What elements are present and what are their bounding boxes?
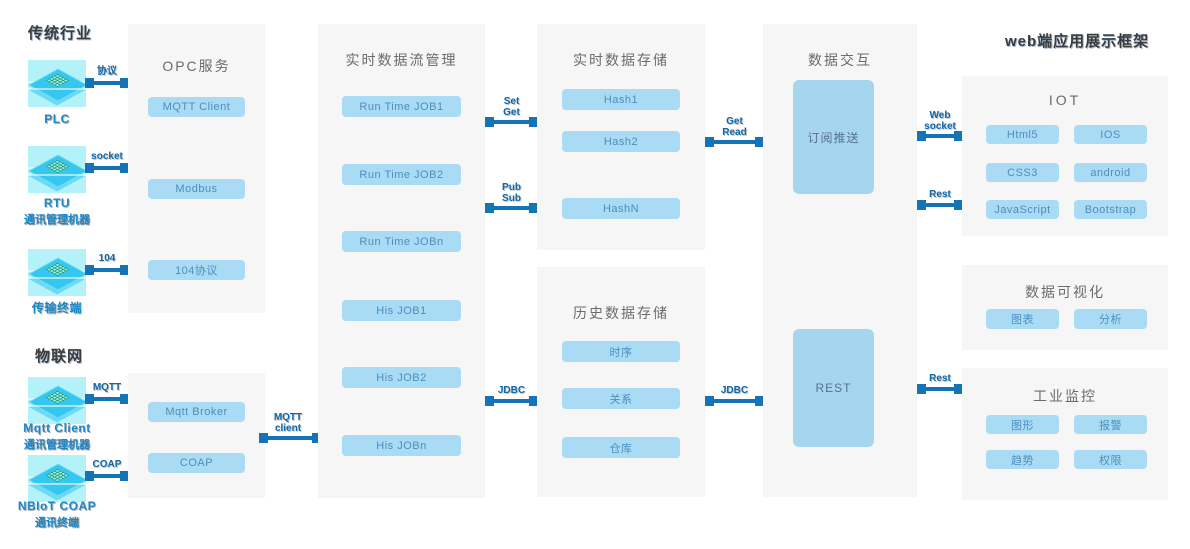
node-mqtt-client: MQTT Client	[148, 97, 245, 117]
node-graphics: 图形	[986, 415, 1059, 434]
node-warehouse: 仓库	[562, 437, 680, 458]
history-store-panel: 历史数据存储 时序 关系 仓库	[537, 267, 705, 497]
mqtt-client-label: Mqtt Client	[23, 421, 91, 435]
plc-link-label: 协议	[97, 66, 117, 77]
rest-top-label: Rest	[929, 189, 951, 200]
section-title-traditional: 传统行业	[28, 25, 93, 42]
viz-panel-title: 数据可视化	[1025, 284, 1105, 300]
broker-stream-connector	[259, 433, 321, 443]
set-get-connector	[485, 117, 538, 127]
node-trend: 趋势	[986, 450, 1059, 469]
node-subscribe-push: 订阅推送	[793, 80, 874, 194]
monitor-panel-title: 工业监控	[1033, 388, 1097, 404]
realtime-store-panel: 实时数据存储 Hash1 Hash2 HashN	[537, 24, 705, 250]
terminal-opc-connector	[85, 265, 129, 275]
mqtt-client-device-icon	[28, 377, 86, 424]
plc-opc-connector	[85, 78, 129, 88]
stream-panel: 实时数据流管理 Run Time JOB1 Run Time JOB2 Run …	[318, 24, 485, 498]
terminal-link-label: 104	[98, 253, 116, 264]
iot-panel-title: IOT	[1048, 92, 1082, 108]
node-runtime-job1: Run Time JOB1	[342, 96, 461, 117]
node-his-jobn: His JOBn	[342, 435, 461, 456]
rtu-device-icon	[28, 146, 86, 193]
terminal-label: 传输终端	[31, 301, 82, 315]
realtime-store-title: 实时数据存储	[573, 52, 669, 68]
nbiot-device-icon	[28, 455, 86, 502]
rtu-link-label: socket	[91, 151, 123, 162]
rtu-opc-connector	[85, 163, 129, 173]
mqtt-client-sublabel: 通讯管理机器	[24, 439, 90, 451]
history-store-title: 历史数据存储	[573, 305, 669, 321]
jdbc-right-connector	[705, 396, 764, 406]
coap-link-label: COAP	[92, 459, 122, 470]
stream-panel-title: 实时数据流管理	[345, 52, 458, 68]
node-coap: COAP	[148, 453, 245, 473]
opc-panel: OPC服务 MQTT Client Modbus 104协议	[128, 24, 265, 313]
rest-top-connector	[917, 200, 963, 210]
rtu-sublabel: 通讯管理机器	[24, 214, 90, 226]
mqtt-broker-connector	[85, 394, 129, 404]
interact-panel-title: 数据交互	[808, 52, 872, 68]
node-charts: 图表	[986, 309, 1059, 329]
pub-sub-connector	[485, 203, 538, 213]
node-rest: REST	[793, 329, 874, 447]
node-his-job2: His JOB2	[342, 367, 461, 388]
rest-bottom-label: Rest	[929, 373, 951, 384]
node-css3: CSS3	[986, 163, 1059, 182]
node-modbus: Modbus	[148, 179, 245, 199]
node-runtime-job2: Run Time JOB2	[342, 164, 461, 185]
section-title-iot-network: 物联网	[35, 348, 84, 365]
rtu-label: RTU	[43, 196, 71, 210]
plc-label: PLC	[44, 112, 70, 126]
broker-panel: Mqtt Broker COAP	[128, 373, 265, 498]
node-runtime-jobn: Run Time JOBn	[342, 231, 461, 252]
monitor-panel: 工业监控 图形 报警 趋势 权限	[962, 368, 1168, 500]
mqtt-link-label: MQTT	[92, 382, 122, 393]
interact-panel: 数据交互 订阅推送 REST	[763, 24, 917, 497]
iot-panel: IOT Html5 IOS CSS3 android JavaScript Bo…	[962, 76, 1168, 236]
jdbc-left-label: JDBC	[497, 385, 526, 396]
viz-panel: 数据可视化 图表 分析	[962, 265, 1168, 350]
node-hash2: Hash2	[562, 131, 680, 152]
node-analysis: 分析	[1074, 309, 1147, 329]
jdbc-left-connector	[485, 396, 538, 406]
node-relational: 关系	[562, 388, 680, 409]
jdbc-right-label: JDBC	[720, 385, 749, 396]
section-title-web-framework: web端应用展示框架	[1005, 33, 1150, 50]
rest-bottom-connector	[917, 384, 963, 394]
node-alarm: 报警	[1074, 415, 1147, 434]
node-hash1: Hash1	[562, 89, 680, 110]
nbiot-sublabel: 通讯终端	[35, 517, 79, 529]
node-timeseries: 时序	[562, 341, 680, 362]
node-his-job1: His JOB1	[342, 300, 461, 321]
terminal-device-icon	[28, 249, 86, 296]
node-html5: Html5	[986, 125, 1059, 144]
get-read-connector	[705, 137, 764, 147]
node-hashn: HashN	[562, 198, 680, 219]
nbiot-label: NBIoT COAP	[17, 499, 97, 513]
websocket-connector	[917, 131, 963, 141]
node-104-protocol: 104协议	[148, 260, 245, 280]
node-permission: 权限	[1074, 450, 1147, 469]
plc-device-icon	[28, 60, 86, 107]
node-ios: IOS	[1074, 125, 1147, 144]
coap-connector	[85, 471, 129, 481]
opc-panel-title: OPC服务	[162, 58, 231, 74]
node-javascript: JavaScript	[986, 200, 1059, 219]
node-android: android	[1074, 163, 1147, 182]
node-mqtt-broker: Mqtt Broker	[148, 402, 245, 422]
node-bootstrap: Bootstrap	[1074, 200, 1147, 219]
